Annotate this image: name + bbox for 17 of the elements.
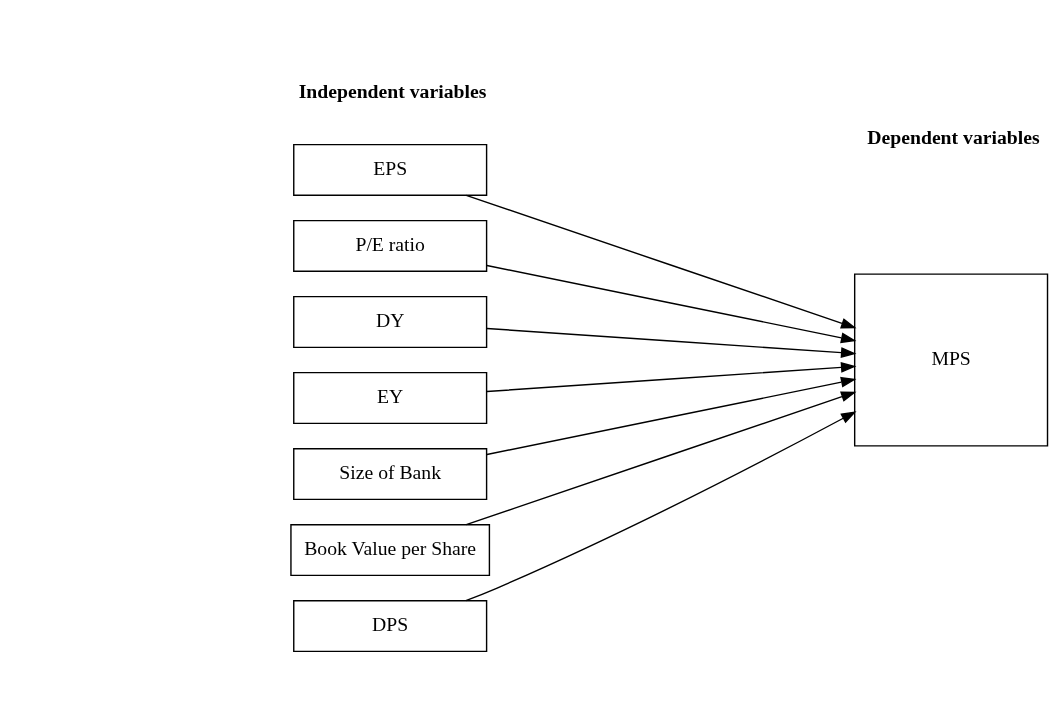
node-box: EPS bbox=[293, 143, 488, 196]
node-box: P/E ratio bbox=[293, 219, 488, 272]
label: Dependent variables bbox=[867, 125, 1040, 148]
label: Independent variables bbox=[298, 79, 487, 102]
node-box: MPS bbox=[853, 272, 1049, 447]
node-box: DPS bbox=[293, 599, 488, 652]
node-box: Size of Bank bbox=[293, 447, 488, 500]
arrow bbox=[486, 376, 857, 455]
arrow bbox=[486, 361, 857, 392]
node-box: DY bbox=[293, 295, 488, 348]
arrow bbox=[465, 391, 857, 525]
arrow bbox=[465, 410, 857, 601]
node-box: Book Value per Share bbox=[290, 523, 491, 576]
arrow bbox=[486, 264, 857, 343]
arrow bbox=[465, 194, 857, 328]
arrow bbox=[486, 327, 857, 358]
node-box: EY bbox=[293, 371, 488, 424]
